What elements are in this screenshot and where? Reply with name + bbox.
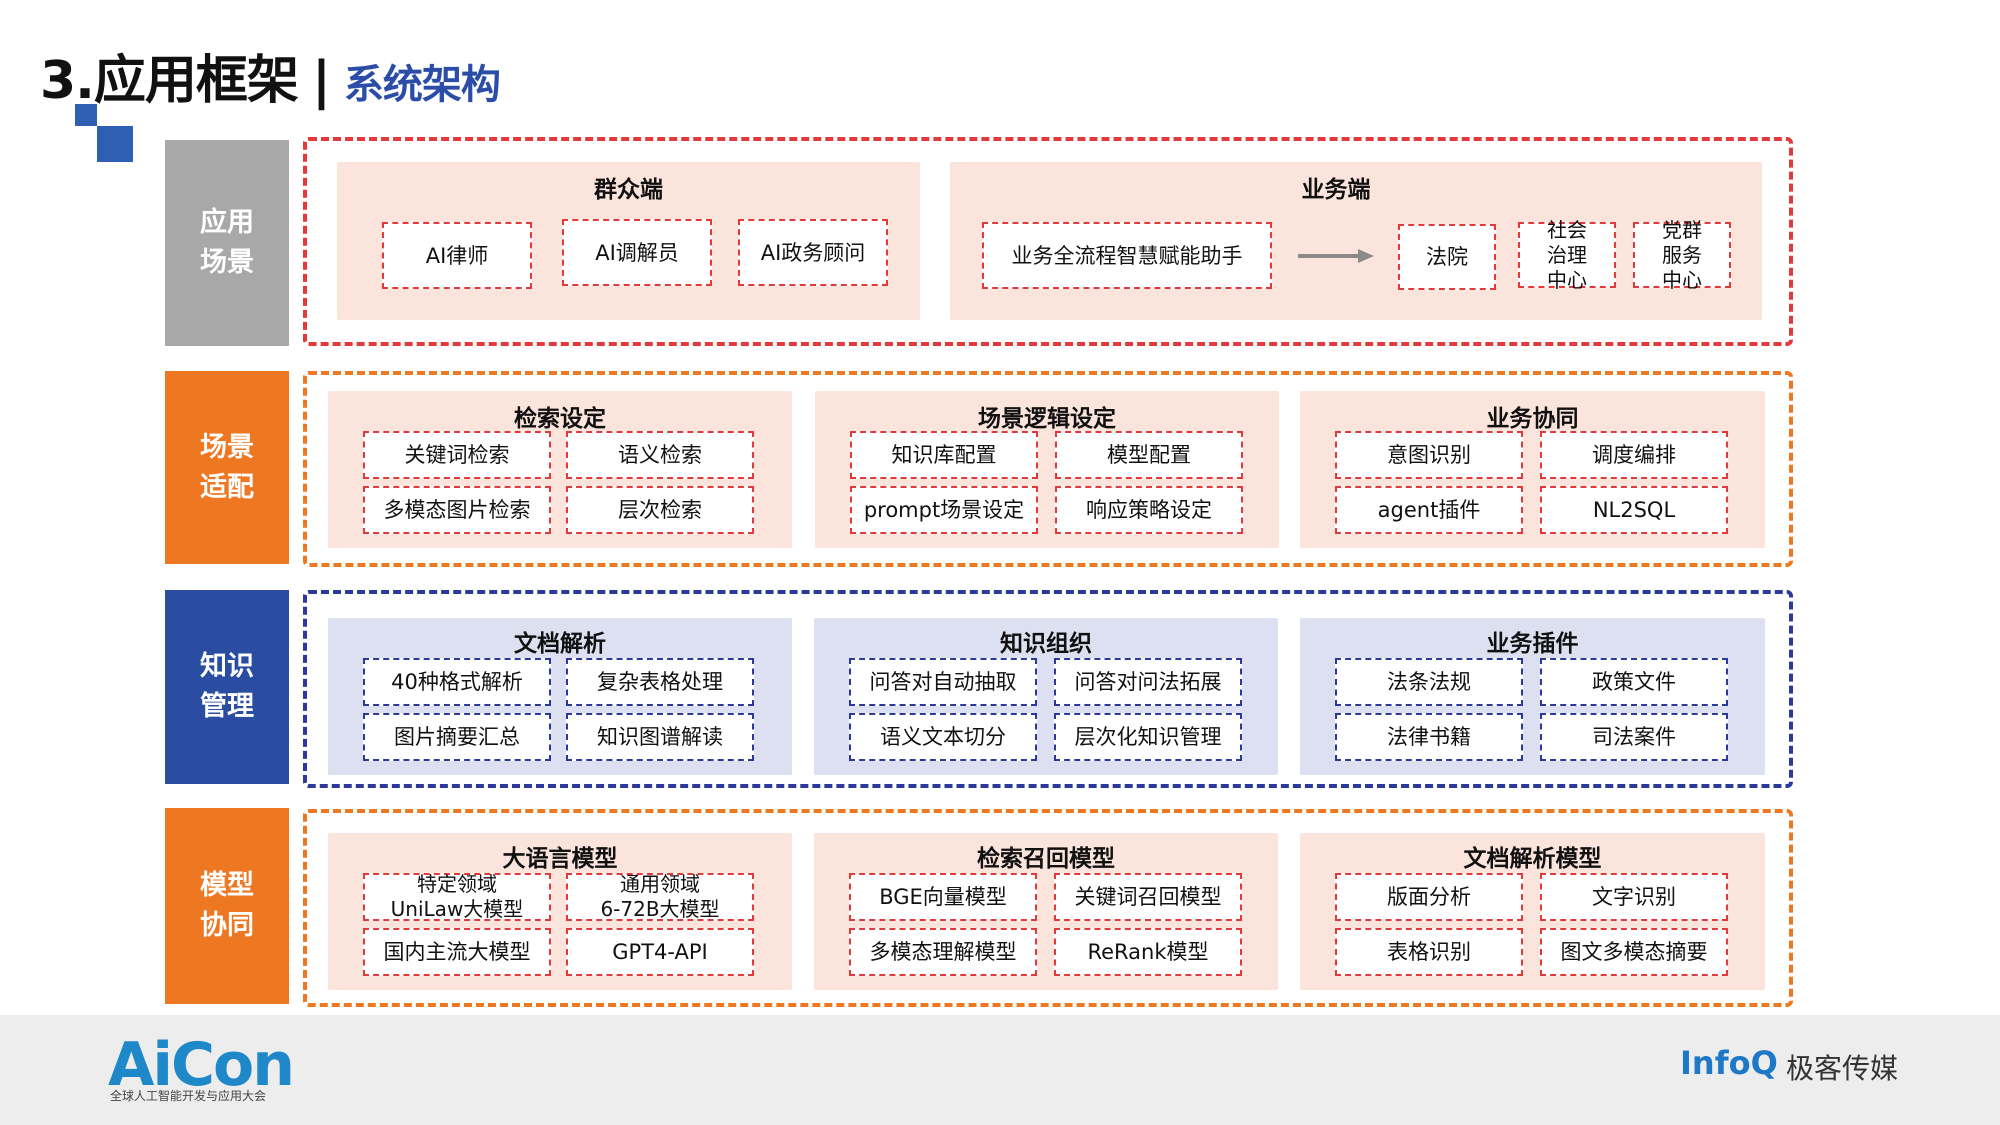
business-target: 党群 服务 中心: [1633, 218, 1731, 292]
model-item: 国内主流大模型: [363, 928, 551, 976]
panel-business-collab: 业务协同 意图识别 调度编排 agent插件 NL2SQL: [1300, 391, 1765, 548]
panel-doc-models: 文档解析模型 版面分析 文字识别 表格识别 图文多模态摘要: [1300, 833, 1765, 990]
model-item: BGE向量模型: [849, 873, 1037, 921]
business-assistant: 业务全流程智慧赋能助手: [982, 222, 1272, 289]
panel-title: 大语言模型: [502, 846, 618, 872]
model-item: 关键词召回模型: [1054, 873, 1242, 921]
business-target: 法院: [1398, 224, 1496, 290]
model-item: 文字识别: [1540, 873, 1728, 921]
frame-scene-adapt: [303, 371, 1793, 567]
panel-title: 检索召回模型: [977, 846, 1115, 872]
panel-scene-logic: 场景逻辑设定 知识库配置 模型配置 prompt场景设定 响应策略设定: [815, 391, 1279, 548]
panel-business-plugins: 业务插件 法条法规 政策文件 法律书籍 司法案件: [1300, 618, 1765, 775]
panel-knowledge-org: 知识组织 问答对自动抽取 问答对问法拓展 语义文本切分 层次化知识管理: [814, 618, 1278, 775]
page-title: 3.应用框架|系统架构: [40, 51, 501, 111]
panel-title: 业务端: [1301, 177, 1371, 203]
jike-logo: 极客传媒: [1786, 1052, 1899, 1085]
decor-square-icon: [75, 104, 97, 126]
public-item: AI调解员: [562, 219, 712, 286]
model-item: GPT4-API: [566, 928, 754, 976]
infoq-logo: InfoQ: [1680, 1044, 1778, 1082]
aicon-tagline: 全球人工智能开发与应用大会: [110, 1089, 267, 1103]
panel-title: 文档解析: [514, 631, 606, 657]
adapt-item: 多模态图片检索: [363, 486, 551, 534]
adapt-item: 层次检索: [566, 486, 754, 534]
panel-title: 文档解析模型: [1463, 846, 1602, 872]
public-item: AI政务顾问: [738, 219, 888, 286]
adapt-item: NL2SQL: [1540, 486, 1728, 534]
adapt-item: 调度编排: [1540, 431, 1728, 479]
footer-bar: [0, 1015, 2000, 1125]
knowledge-item: 政策文件: [1540, 658, 1728, 706]
adapt-item: agent插件: [1335, 486, 1523, 534]
layer-label-scene-adapt: 场景适配: [165, 371, 289, 564]
business-target: 社会 治理 中心: [1518, 218, 1616, 292]
knowledge-item: 图片摘要汇总: [363, 713, 551, 761]
panel-title: 场景逻辑设定: [978, 406, 1116, 432]
panel-retrieval-models: 检索召回模型 BGE向量模型 关键词召回模型 多模态理解模型 ReRank模型: [814, 833, 1278, 990]
knowledge-item: 复杂表格处理: [566, 658, 754, 706]
panel-title: 群众端: [594, 177, 663, 203]
knowledge-item: 语义文本切分: [849, 713, 1037, 761]
knowledge-item: 问答对自动抽取: [849, 658, 1037, 706]
adapt-item: 模型配置: [1055, 431, 1243, 479]
panel-title: 业务插件: [1486, 631, 1579, 657]
panel-llm: 大语言模型 特定领域 UniLaw大模型 通用领域 6-72B大模型 国内主流大…: [328, 833, 792, 990]
panel-title: 知识组织: [1000, 631, 1092, 657]
knowledge-item: 司法案件: [1540, 713, 1728, 761]
panel-title: 检索设定: [514, 406, 606, 432]
knowledge-item: 法律书籍: [1335, 713, 1523, 761]
adapt-item: 关键词检索: [363, 431, 551, 479]
arrow-right-icon: [1298, 249, 1374, 263]
panel-retrieval-settings: 检索设定 关键词检索 语义检索 多模态图片检索 层次检索: [328, 391, 792, 548]
adapt-item: 知识库配置: [850, 431, 1038, 479]
aicon-logo: AiCon: [108, 1030, 295, 1100]
frame-knowledge: [303, 590, 1793, 788]
model-item: 多模态理解模型: [849, 928, 1037, 976]
model-item: 表格识别: [1335, 928, 1523, 976]
panel-business: 业务端 业务全流程智慧赋能助手 法院 社会 治理 中心 党群 服务 中心: [950, 162, 1762, 320]
frame-model: [303, 809, 1793, 1007]
layer-label-app-scene: 应用场景: [165, 140, 289, 346]
panel-doc-parsing: 文档解析 40种格式解析 复杂表格处理 图片摘要汇总 知识图谱解读: [328, 618, 792, 775]
adapt-item: 语义检索: [566, 431, 754, 479]
panel-public: 群众端 AI律师 AI调解员 AI政务顾问: [337, 162, 920, 320]
model-item: 通用领域 6-72B大模型: [566, 872, 754, 921]
public-item: AI律师: [382, 222, 532, 289]
knowledge-item: 40种格式解析: [363, 658, 551, 706]
panel-title: 业务协同: [1486, 406, 1579, 432]
layer-label-knowledge: 知识管理: [165, 590, 289, 784]
adapt-item: 意图识别: [1335, 431, 1523, 479]
adapt-item: 响应策略设定: [1055, 486, 1243, 534]
model-item: 图文多模态摘要: [1540, 928, 1728, 976]
model-item: ReRank模型: [1054, 928, 1242, 976]
knowledge-item: 层次化知识管理: [1054, 713, 1242, 761]
knowledge-item: 知识图谱解读: [566, 713, 754, 761]
model-item: 特定领域 UniLaw大模型: [363, 872, 551, 921]
knowledge-item: 问答对问法拓展: [1054, 658, 1242, 706]
knowledge-item: 法条法规: [1335, 658, 1523, 706]
adapt-item: prompt场景设定: [850, 486, 1038, 534]
page-subtitle: 系统架构: [343, 62, 501, 108]
frame-app-scene: [303, 137, 1793, 346]
decor-square-icon: [97, 126, 133, 162]
layer-label-model: 模型协同: [165, 808, 289, 1004]
model-item: 版面分析: [1335, 873, 1523, 921]
